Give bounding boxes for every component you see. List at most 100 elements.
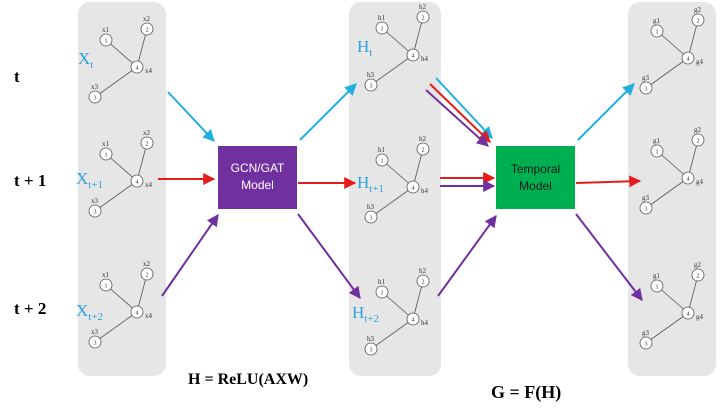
graph-node	[681, 171, 695, 185]
graph-node	[88, 204, 102, 218]
graph-edge	[687, 19, 699, 59]
graph-edge	[94, 311, 138, 343]
graph-edge	[381, 159, 414, 188]
graph-node-label: x3	[91, 197, 99, 205]
graph-edge	[105, 284, 138, 313]
graph-node-number: 1	[656, 150, 659, 156]
graph-node-label: g4	[696, 178, 704, 186]
arrow-ht-to-temporal-blue	[435, 77, 493, 139]
graph-node	[364, 342, 378, 356]
input-label-xt2: Xt+2	[76, 301, 103, 323]
arrow-temporal-to-gt2	[575, 213, 643, 301]
graph-node	[364, 78, 378, 92]
graph-edge	[412, 148, 424, 188]
graph-node	[416, 10, 430, 24]
graph-edge	[370, 318, 414, 350]
graph-node-label: g3	[642, 194, 650, 202]
graph-node-number: 2	[146, 273, 149, 279]
graph-edge	[645, 57, 689, 89]
graph-node-number: 2	[422, 148, 425, 154]
graph-edge	[105, 153, 138, 182]
graph-node	[681, 306, 695, 320]
graph-node	[364, 210, 378, 224]
graph-edge	[370, 54, 414, 86]
graph-node-label: h4	[421, 187, 429, 195]
graph-node	[650, 144, 664, 158]
graph-node	[681, 51, 695, 65]
graph-node-number: 3	[94, 210, 97, 216]
graph-node-number: 4	[687, 177, 690, 183]
graph-node-number: 4	[412, 54, 415, 60]
graph-node-label: x4	[145, 181, 153, 189]
graph-node-number: 1	[105, 39, 108, 45]
graph-node	[691, 268, 705, 282]
hidden-label-ht: Ht	[357, 37, 372, 59]
graph-node	[416, 274, 430, 288]
arrow-ht-to-temporal-purple	[425, 89, 489, 147]
time-label-t2: t + 2	[14, 299, 46, 318]
graph-node-number: 1	[381, 27, 384, 33]
graph-node-number: 3	[94, 341, 97, 347]
graph-node-number: 3	[94, 96, 97, 102]
hidden-label-ht2: Ht+2	[352, 303, 379, 325]
graph-node-number: 3	[370, 84, 373, 90]
temporal-box-line2: Model	[519, 179, 552, 193]
graph-node-label: g4	[696, 313, 704, 321]
graph-node-label: h4	[421, 55, 429, 63]
graph-edge	[645, 177, 689, 209]
graph-node-label: h3	[367, 335, 375, 343]
graph-edge	[381, 291, 414, 320]
graph-edge	[105, 39, 138, 68]
arrow-xt2-to-gcn	[161, 214, 219, 297]
graph-node-label: x2	[143, 15, 151, 23]
graph-node	[130, 174, 144, 188]
graph-node-number: 2	[146, 28, 149, 34]
graph-edge	[94, 66, 138, 98]
graph-node-label: g3	[642, 329, 650, 337]
graph-node-number: 4	[136, 66, 139, 72]
graph-node-label: x3	[91, 83, 99, 91]
graph-node-number: 4	[687, 312, 690, 318]
temporal-formula: G = F(H)	[491, 382, 561, 403]
graph-edge	[381, 27, 414, 56]
gcn-box-line1: GCN/GAT	[231, 161, 285, 175]
graph-edge	[370, 186, 414, 218]
graph-edge	[656, 150, 689, 179]
graph-node-label: h3	[367, 71, 375, 79]
graph-node-number: 4	[687, 57, 690, 63]
graph-node	[140, 136, 154, 150]
arrow-xt-to-gcn	[167, 91, 215, 142]
graph-edge	[687, 274, 699, 314]
graph-edge	[94, 180, 138, 212]
graph-edge	[136, 273, 148, 313]
graph-node-label: h2	[419, 3, 427, 11]
graph-node-label: h2	[419, 267, 427, 275]
arrow-gcn-to-ht2	[297, 213, 361, 299]
graph-node-label: h4	[421, 319, 429, 327]
graph-node-label: h1	[378, 146, 386, 154]
hidden-label-ht1: Ht+1	[357, 173, 384, 195]
graph-node-label: x2	[143, 129, 151, 137]
graph-node-number: 4	[136, 180, 139, 186]
arrow-ht2-to-temporal	[437, 215, 497, 297]
graph-node	[650, 24, 664, 38]
graph-node	[375, 285, 389, 299]
graph-node	[140, 22, 154, 36]
graph-node-number: 2	[422, 280, 425, 286]
arrow-ht-to-temporal-red	[429, 83, 491, 143]
graph-node-label: x2	[143, 260, 151, 268]
arrow-gcn-to-ht	[299, 83, 357, 141]
graph-node-label: g4	[696, 58, 704, 66]
graph-node-number: 3	[370, 216, 373, 222]
graph-node	[130, 305, 144, 319]
graph-node-number: 3	[370, 348, 373, 354]
graph-node-number: 3	[645, 207, 648, 213]
graph-node-label: g1	[653, 137, 661, 145]
graph-node-number: 1	[105, 284, 108, 290]
